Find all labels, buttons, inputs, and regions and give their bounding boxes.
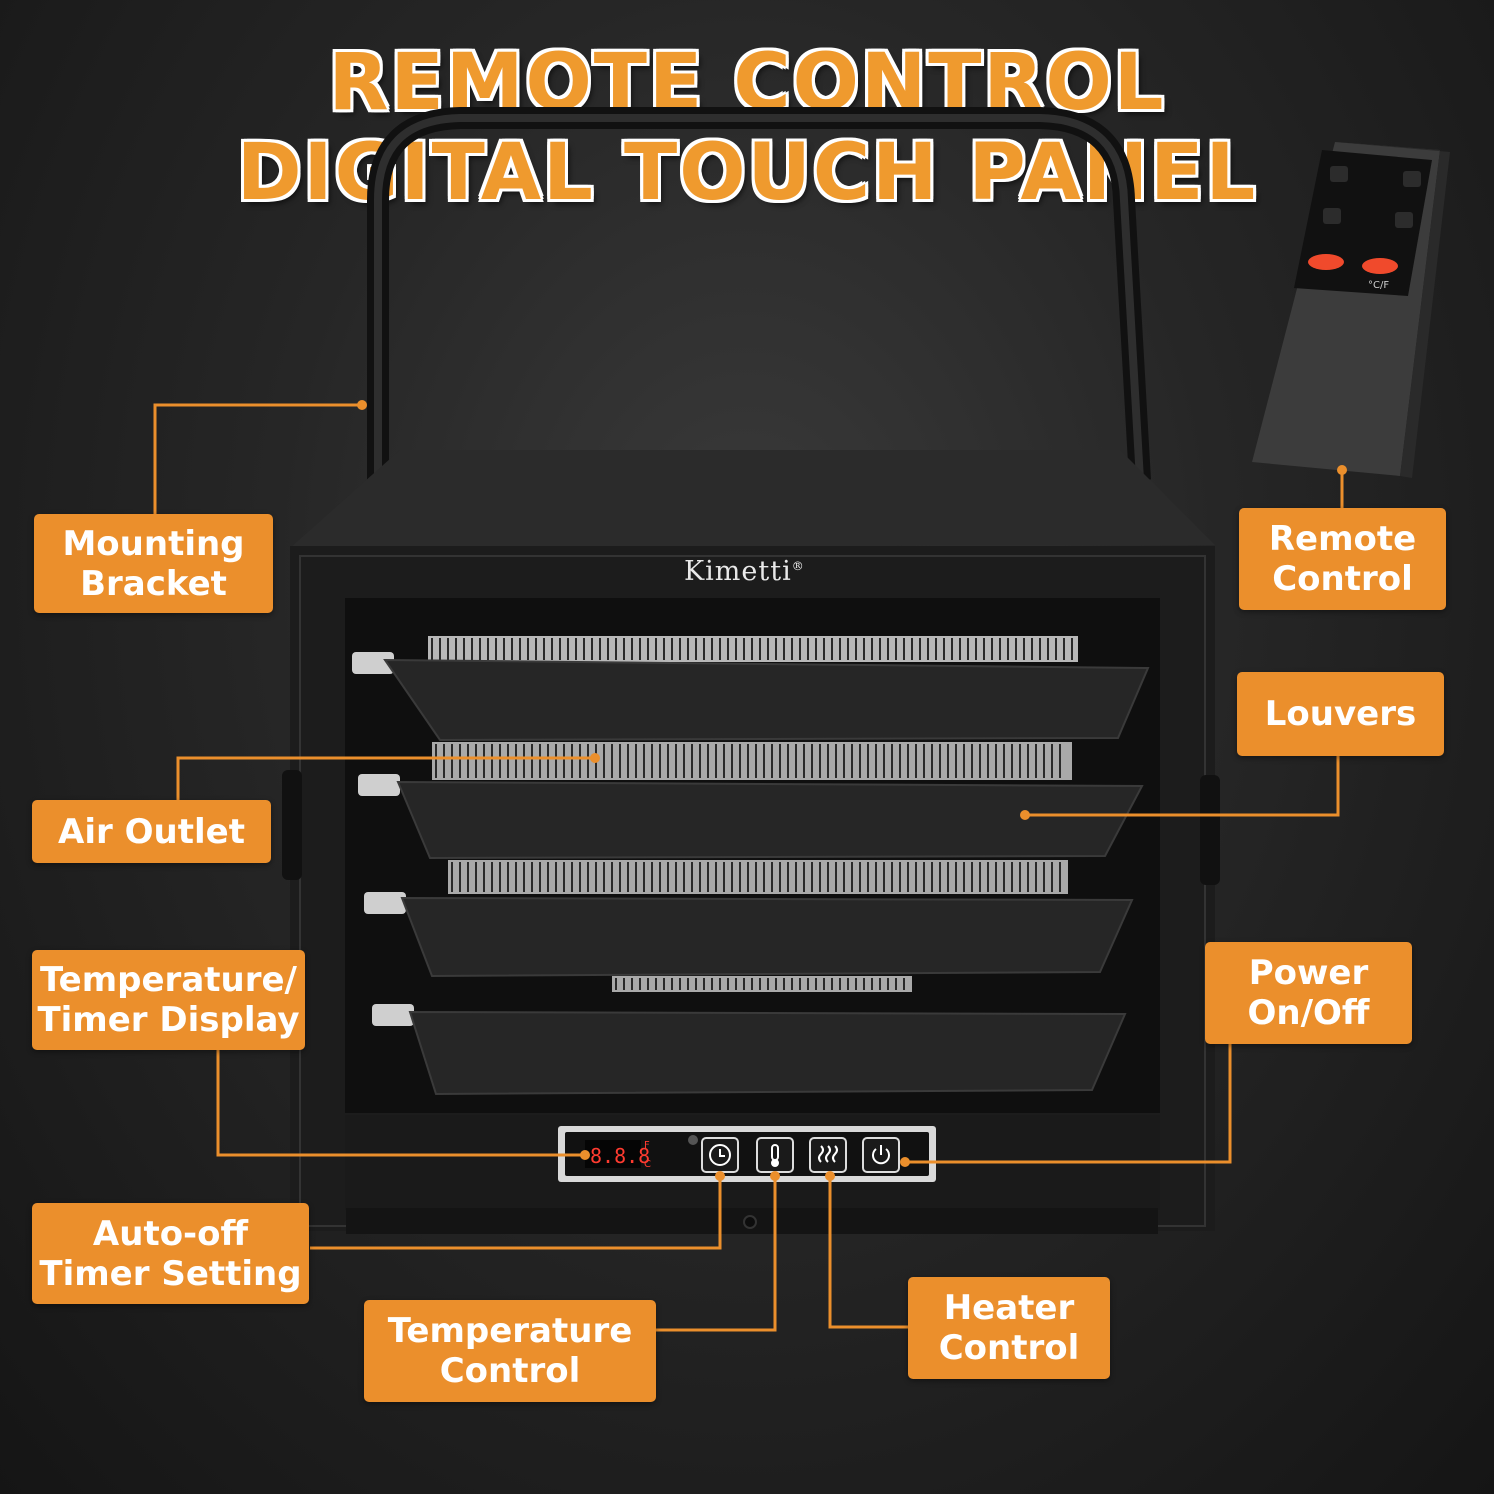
mounting-bracket bbox=[367, 107, 1151, 481]
heat-waves-icon bbox=[818, 1145, 838, 1163]
callout-text: Control bbox=[439, 1351, 581, 1391]
power-icon bbox=[872, 1145, 890, 1165]
brand-logo: Kimetti® bbox=[684, 556, 805, 587]
heater-button[interactable] bbox=[809, 1137, 847, 1173]
brand-name: Kimetti bbox=[684, 556, 792, 587]
clock-icon bbox=[709, 1144, 731, 1166]
callout-text: Heater bbox=[943, 1288, 1075, 1328]
callout-text: Bracket bbox=[80, 563, 227, 604]
callout-air-outlet: Air Outlet bbox=[32, 800, 271, 863]
callout-text: Air Outlet bbox=[58, 811, 245, 852]
display-unit-c: C bbox=[644, 1159, 651, 1170]
leader-lines bbox=[153, 403, 1344, 1332]
display-digits: 8.8.8 bbox=[590, 1144, 650, 1168]
callout-power-on-off: Power On/Off bbox=[1205, 942, 1412, 1044]
temperature-button[interactable] bbox=[756, 1137, 794, 1173]
callout-temperature-control: Temperature Control bbox=[364, 1300, 656, 1402]
callout-text: Louvers bbox=[1264, 694, 1417, 734]
callout-text: Auto-off bbox=[92, 1213, 249, 1254]
display-unit-f: F bbox=[644, 1140, 650, 1151]
callout-text: Power bbox=[1248, 953, 1369, 993]
callout-text: Remote bbox=[1268, 519, 1417, 559]
callout-text: On/Off bbox=[1247, 993, 1370, 1033]
control-panel bbox=[345, 1115, 1160, 1234]
callout-temperature-timer-display: Temperature/ Timer Display bbox=[32, 950, 305, 1050]
callout-remote-control: Remote Control bbox=[1239, 508, 1446, 610]
remote-control bbox=[1252, 142, 1450, 478]
callout-mounting-bracket: Mounting Bracket bbox=[34, 514, 273, 613]
leader-dots bbox=[357, 400, 1347, 1181]
callout-auto-off-timer-setting: Auto-off Timer Setting bbox=[32, 1203, 309, 1304]
heating-fins bbox=[431, 638, 1073, 990]
callout-heater-control: Heater Control bbox=[908, 1277, 1110, 1379]
callout-text: Control bbox=[1272, 559, 1413, 599]
callout-text: Mounting bbox=[62, 523, 245, 564]
thermometer-icon bbox=[771, 1144, 779, 1167]
brand-registered-mark: ® bbox=[791, 559, 805, 573]
timer-button[interactable] bbox=[701, 1137, 739, 1173]
callout-text: Control bbox=[938, 1328, 1080, 1368]
callout-text: Temperature/ bbox=[40, 960, 297, 1000]
power-button[interactable] bbox=[862, 1137, 900, 1173]
remote-unit-label: °C/F bbox=[1368, 280, 1389, 291]
callout-text: Timer Setting bbox=[39, 1253, 302, 1294]
callout-text: Temperature bbox=[387, 1311, 633, 1351]
louvers bbox=[383, 658, 1150, 1096]
callout-text: Timer Display bbox=[37, 1000, 300, 1040]
callout-louvers: Louvers bbox=[1237, 672, 1444, 756]
